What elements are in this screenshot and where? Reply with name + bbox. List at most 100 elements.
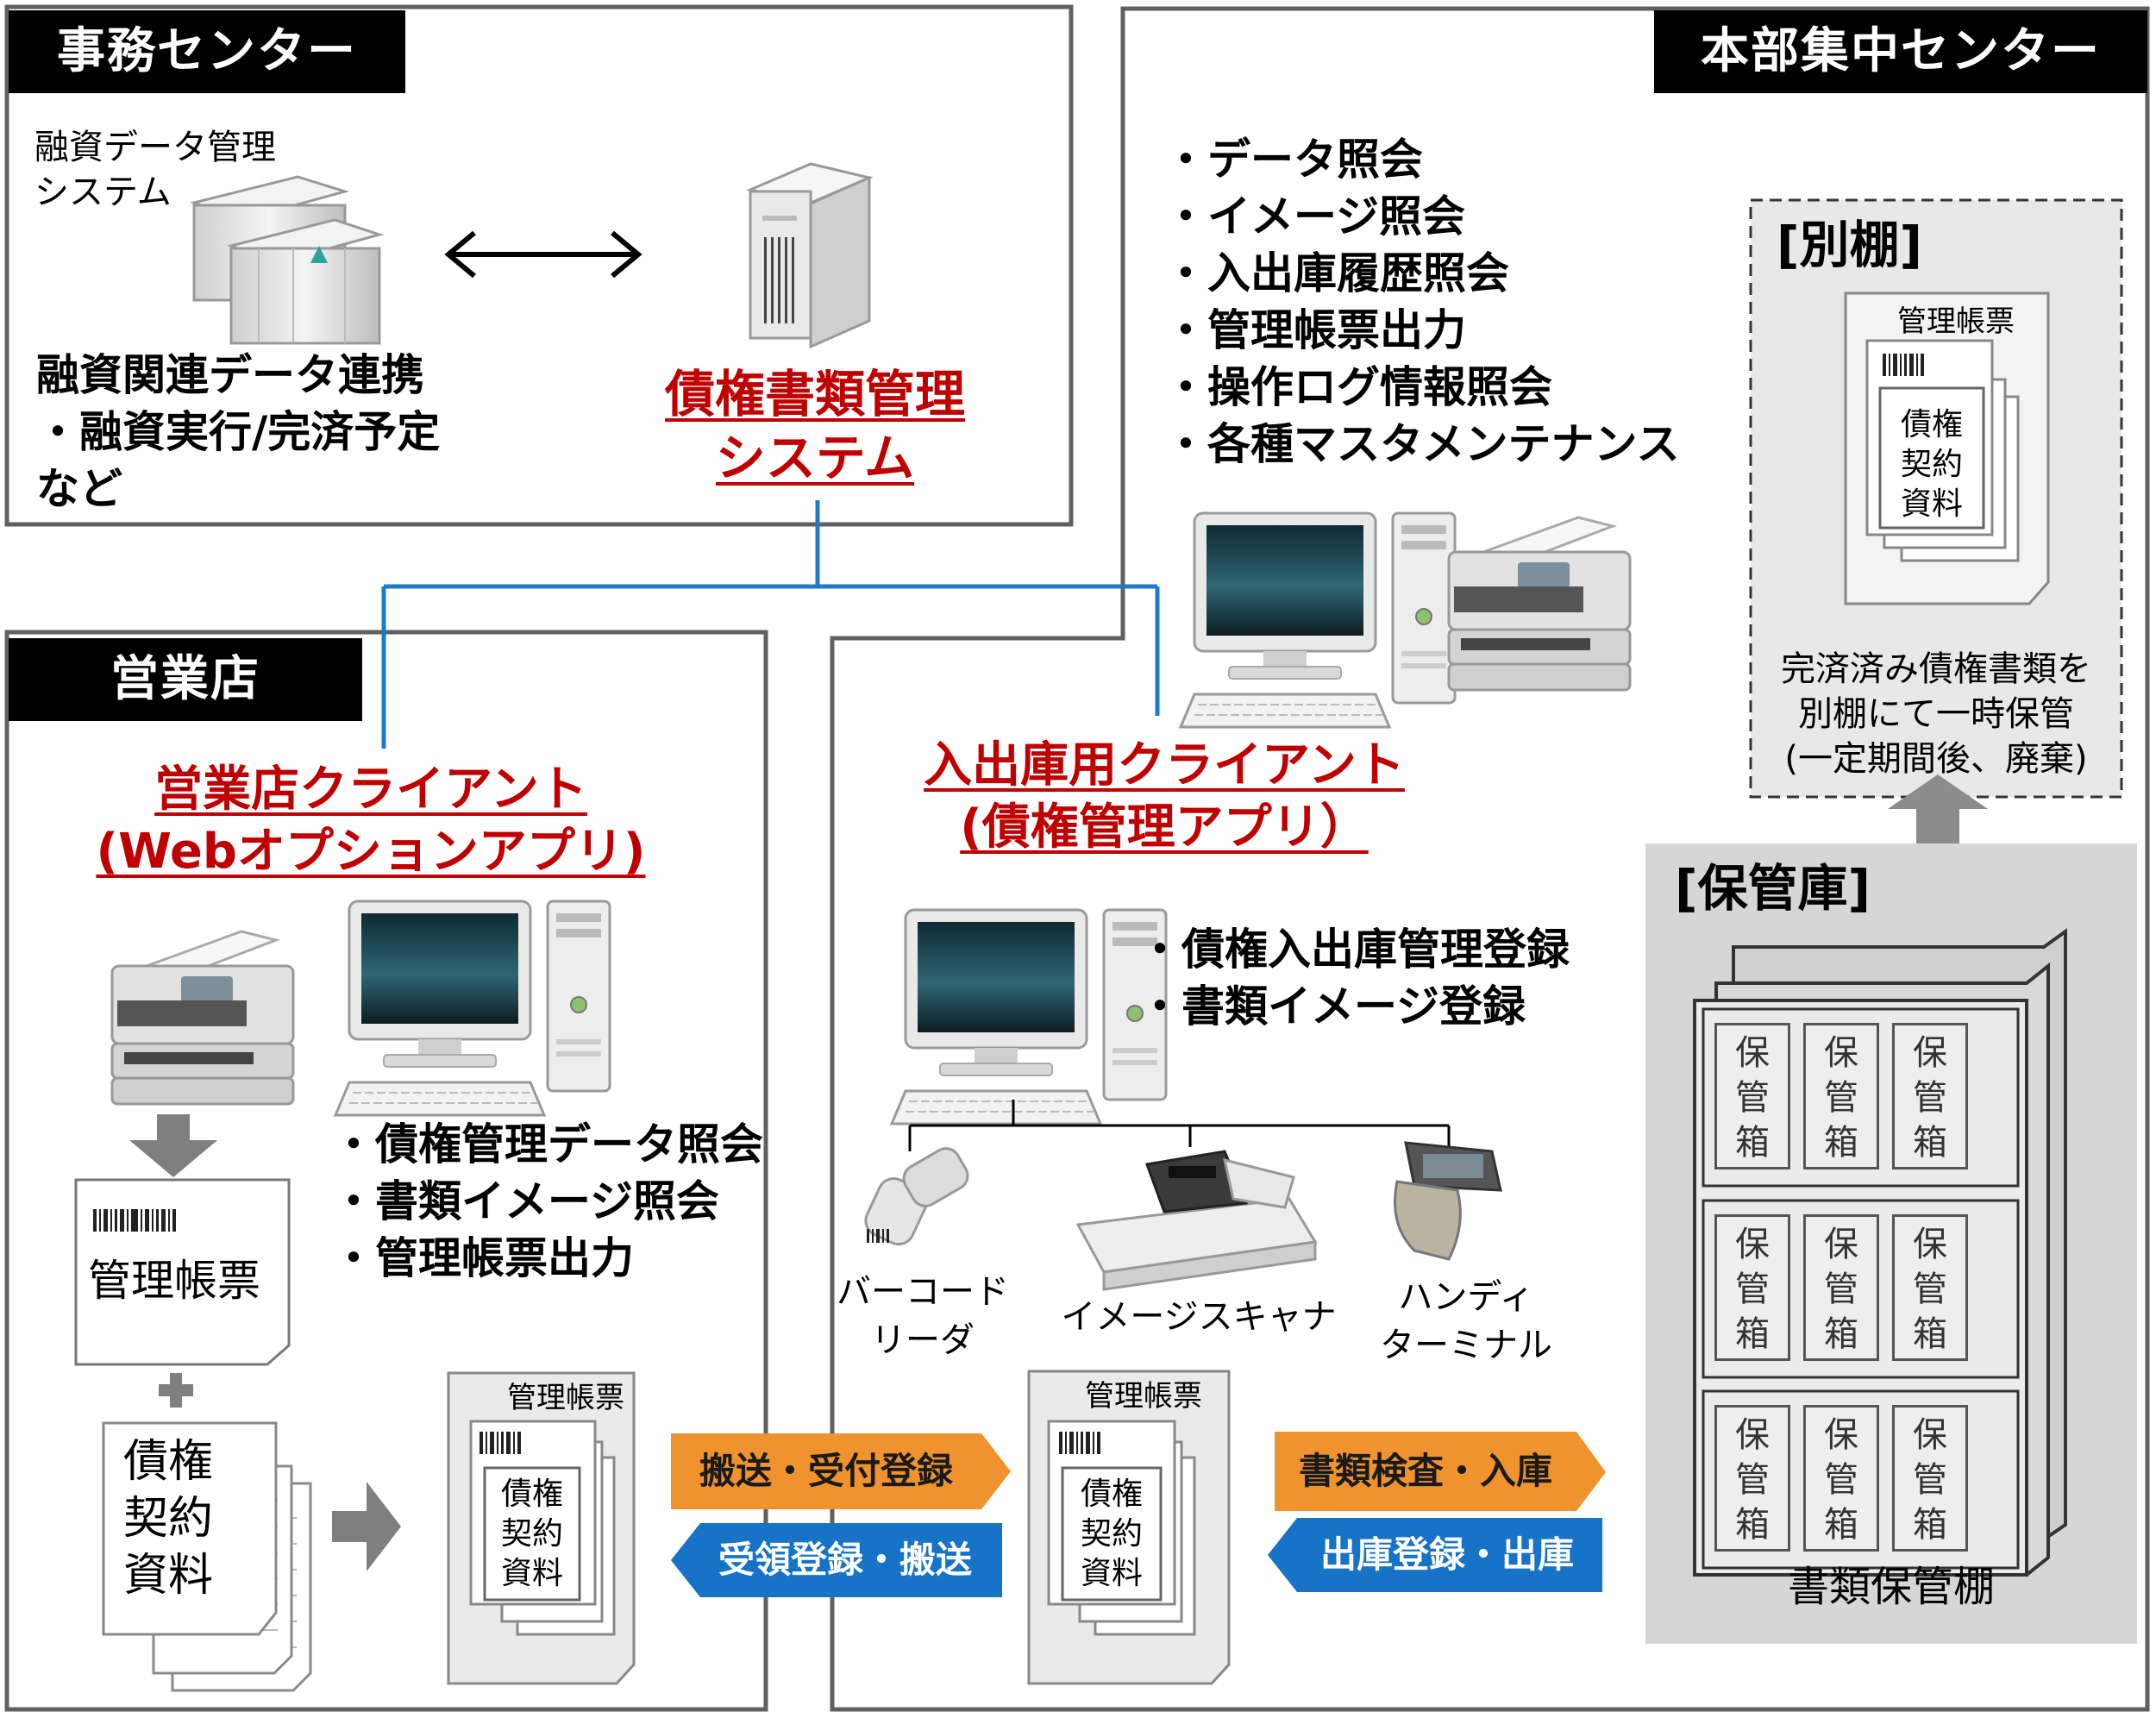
storage-box-char: 管 (1735, 1078, 1770, 1118)
hq-section-tag: 本部集中センター (1654, 10, 2147, 93)
storage-caption: 書類保管棚 (1787, 1563, 1995, 1611)
branch-down-arrow (129, 1114, 217, 1177)
annex-up-arrow (1888, 774, 1988, 862)
mainframe-icon (189, 175, 385, 345)
bond-system-line-2: システム (715, 429, 915, 488)
branch-form-label: 管理帳票 (88, 1256, 260, 1306)
hq-function-item: ・データ照会 (1164, 135, 1423, 185)
inout-pc-icon (890, 908, 1168, 1125)
annex-doc-header: 管理帳票 (1897, 304, 2015, 339)
hq-printer-icon (1447, 516, 1632, 692)
storage-box-char: 管 (1735, 1460, 1770, 1500)
storage-box: 保管箱 (1892, 1023, 1968, 1169)
branch-section-tag: 営業店 (9, 638, 362, 721)
branch-client-title: 営業店クライアント (Webオプションアプリ) (95, 759, 647, 882)
bond-system-title: 債権書類管理 システム (604, 362, 1026, 490)
hq-function-item: ・操作ログ情報照会 (1164, 362, 1552, 412)
annex-contract-line: 契約 (1900, 447, 1963, 482)
annex-note: 完済済み債権書類を 別棚にて一時保管 (一定期間後、廃棄) (1751, 647, 2122, 781)
storage-box-char: 保 (1824, 1225, 1858, 1264)
bond-system-line-1: 債権書類管理 (664, 365, 965, 423)
inout-doc-contract: 債権 契約 資料 (1062, 1475, 1161, 1594)
storage-box-char: 箱 (1913, 1123, 1947, 1163)
storage-box-char: 管 (1735, 1270, 1770, 1309)
handy-terminal-icon (1394, 1141, 1502, 1261)
inout-client-line-1: 入出庫用クライアント (924, 737, 1405, 793)
inout-function-list: ・債権入出庫管理登録 ・書類イメージ登録 (1138, 921, 1570, 1035)
outbound-flow-label: 出庫登録・出庫 (1319, 1533, 1574, 1576)
storage-box-char: 管 (1913, 1270, 1947, 1309)
branch-doc-header: 管理帳票 (507, 1381, 624, 1415)
branch-doc-contract-line: 資料 (500, 1556, 563, 1591)
branch-contract-label: 債権 契約 資料 (103, 1433, 233, 1604)
hq-pc-icon (1179, 511, 1457, 729)
storage-box-char: 保 (1735, 1415, 1770, 1455)
branch-right-arrow (332, 1482, 401, 1571)
annex-doc-stack (1844, 292, 2050, 605)
storage-box: 保管箱 (1892, 1405, 1968, 1552)
inout-doc-header: 管理帳票 (1085, 1379, 1202, 1414)
barcode-label-line: バーコード (837, 1272, 1009, 1312)
annex-contract-line: 債権 (1900, 407, 1963, 442)
storage-box-char: 保 (1913, 1033, 1947, 1073)
storage-box-char: 箱 (1735, 1505, 1770, 1545)
inout-function-item: ・書類イメージ登録 (1138, 981, 1526, 1031)
inout-doc-contract-line: 債権 (1080, 1477, 1143, 1512)
storage-box-char: 箱 (1913, 1314, 1947, 1354)
server-icon (746, 162, 874, 349)
branch-pc-icon (334, 900, 611, 1117)
branch-contract-stack (102, 1421, 312, 1692)
branch-doc-contract-line: 契約 (500, 1516, 563, 1552)
storage-box-char: 箱 (1913, 1505, 1947, 1545)
handy-terminal-label: ハンディ ターミナル (1371, 1273, 1561, 1370)
annex-note-line: (一定期間後、廃棄) (1784, 739, 2088, 779)
hq-function-item: ・入出庫履歴照会 (1164, 248, 1509, 298)
annex-note-line: 別棚にて一時保管 (1798, 694, 2074, 734)
branch-doc-stack (447, 1371, 636, 1685)
plus-sign (159, 1373, 193, 1408)
storage-box-char: 管 (1824, 1460, 1858, 1500)
office-section-tag: 事務センター (9, 10, 405, 93)
image-scanner-label: イメージスキャナ (1061, 1295, 1337, 1339)
storage-box: 保管箱 (1803, 1023, 1879, 1169)
storage-box: 保管箱 (1714, 1023, 1790, 1169)
storage-box: 保管箱 (1714, 1405, 1790, 1552)
storage-box: 保管箱 (1714, 1214, 1790, 1361)
loan-data-system-label: 融資データ管理 システム (34, 125, 276, 215)
storage-box-char: 保 (1735, 1033, 1770, 1073)
branch-contract-line: 資料 (122, 1550, 213, 1602)
double-arrow (444, 230, 642, 279)
annex-doc-contract: 債権 契約 資料 (1880, 405, 1984, 524)
annex-title: [別棚] (1777, 216, 1923, 274)
branch-client-line-2: (Webオプションアプリ) (96, 823, 646, 880)
hq-function-item: ・各種マスタメンテナンス (1164, 419, 1680, 469)
branch-doc-contract: 債権 契約 資料 (485, 1475, 580, 1594)
receive-flow-label: 受領登録・搬送 (718, 1539, 972, 1581)
inout-doc-contract-line: 契約 (1080, 1516, 1143, 1552)
handy-label-line: ターミナル (1380, 1326, 1552, 1365)
barcode-reader-icon (864, 1147, 969, 1246)
network-lines (381, 500, 1160, 749)
send-arrow (671, 1433, 1011, 1509)
peripheral-lines (908, 1100, 1451, 1151)
inout-doc-contract-line: 資料 (1080, 1556, 1143, 1591)
hq-function-list: ・データ照会 ・イメージ照会 ・入出庫履歴照会 ・管理帳票出力 ・操作ログ情報照… (1164, 131, 1680, 473)
inout-doc-stack (1027, 1370, 1231, 1685)
barcode-label-line: リーダ (871, 1320, 975, 1360)
storage-box-char: 箱 (1824, 1505, 1858, 1545)
loan-link-line-3: など (36, 464, 122, 514)
storage-box-char: 管 (1824, 1078, 1858, 1118)
send-flow-label: 搬送・受付登録 (699, 1450, 953, 1492)
branch-function-item: ・書類イメージ照会 (332, 1176, 719, 1226)
storage-box-char: 保 (1824, 1033, 1858, 1073)
branch-contract-line: 契約 (122, 1493, 213, 1545)
storage-box: 保管箱 (1803, 1214, 1879, 1361)
storage-box-char: 箱 (1735, 1123, 1770, 1163)
branch-function-item: ・管理帳票出力 (332, 1233, 634, 1283)
storage-box-char: 管 (1913, 1078, 1947, 1118)
annex-note-line: 完済済み債権書類を (1781, 649, 2091, 689)
branch-printer-icon (110, 930, 295, 1106)
image-scanner-icon (1075, 1150, 1318, 1291)
branch-doc-contract-line: 債権 (500, 1477, 563, 1512)
branch-function-list: ・債権管理データ照会 ・書類イメージ照会 ・管理帳票出力 (332, 1116, 763, 1287)
